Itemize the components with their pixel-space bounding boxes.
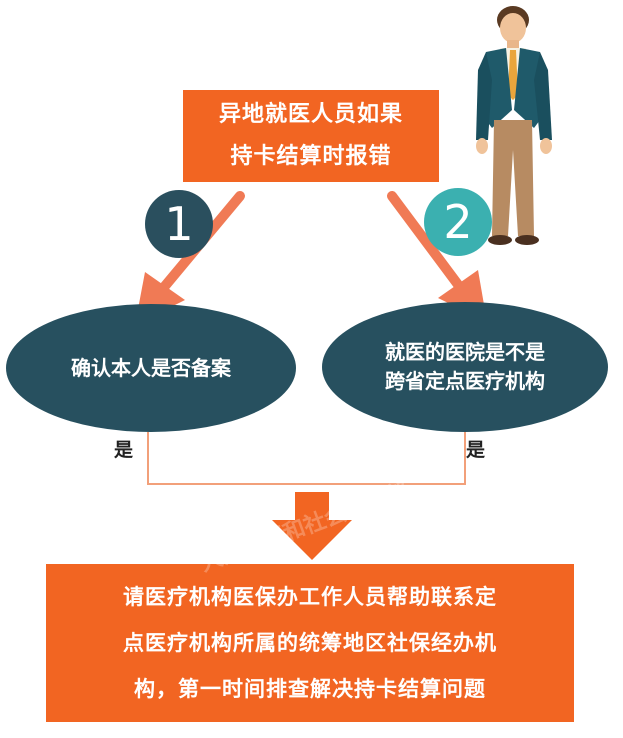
branch-2-text-line-2: 跨省定点医疗机构 bbox=[385, 369, 545, 393]
businessman-illustration bbox=[476, 6, 552, 245]
branch-1-yes-label: 是 bbox=[114, 439, 134, 461]
down-arrow bbox=[272, 492, 352, 560]
solution-box: 请医疗机构医保办工作人员帮助联系定 点医疗机构所属的统筹地区社保经办机 构，第一… bbox=[46, 564, 574, 722]
branch-2-ellipse: 就医的医院是不是 跨省定点医疗机构 bbox=[322, 302, 608, 432]
branch-2-text-line-1: 就医的医院是不是 bbox=[385, 340, 545, 364]
yes-connector bbox=[147, 432, 466, 485]
solution-line-3: 构，第一时间排查解决持卡结算问题 bbox=[134, 677, 486, 701]
branch-1-text: 确认本人是否备案 bbox=[71, 355, 231, 380]
branch-2-yes-label: 是 bbox=[466, 439, 486, 461]
problem-line-2: 持卡结算时报错 bbox=[230, 144, 392, 169]
solution-line-2: 点医疗机构所属的统筹地区社保经办机 bbox=[123, 631, 497, 655]
solution-line-1: 请医疗机构医保办工作人员帮助联系定 bbox=[123, 585, 497, 609]
step-2-badge: 2 bbox=[424, 188, 492, 256]
problem-line-1: 异地就医人员如果 bbox=[218, 102, 403, 127]
branch-1-ellipse: 确认本人是否备案 bbox=[6, 304, 296, 432]
problem-box: 异地就医人员如果 持卡结算时报错 bbox=[183, 90, 439, 182]
step-1-badge: 1 bbox=[145, 190, 213, 258]
